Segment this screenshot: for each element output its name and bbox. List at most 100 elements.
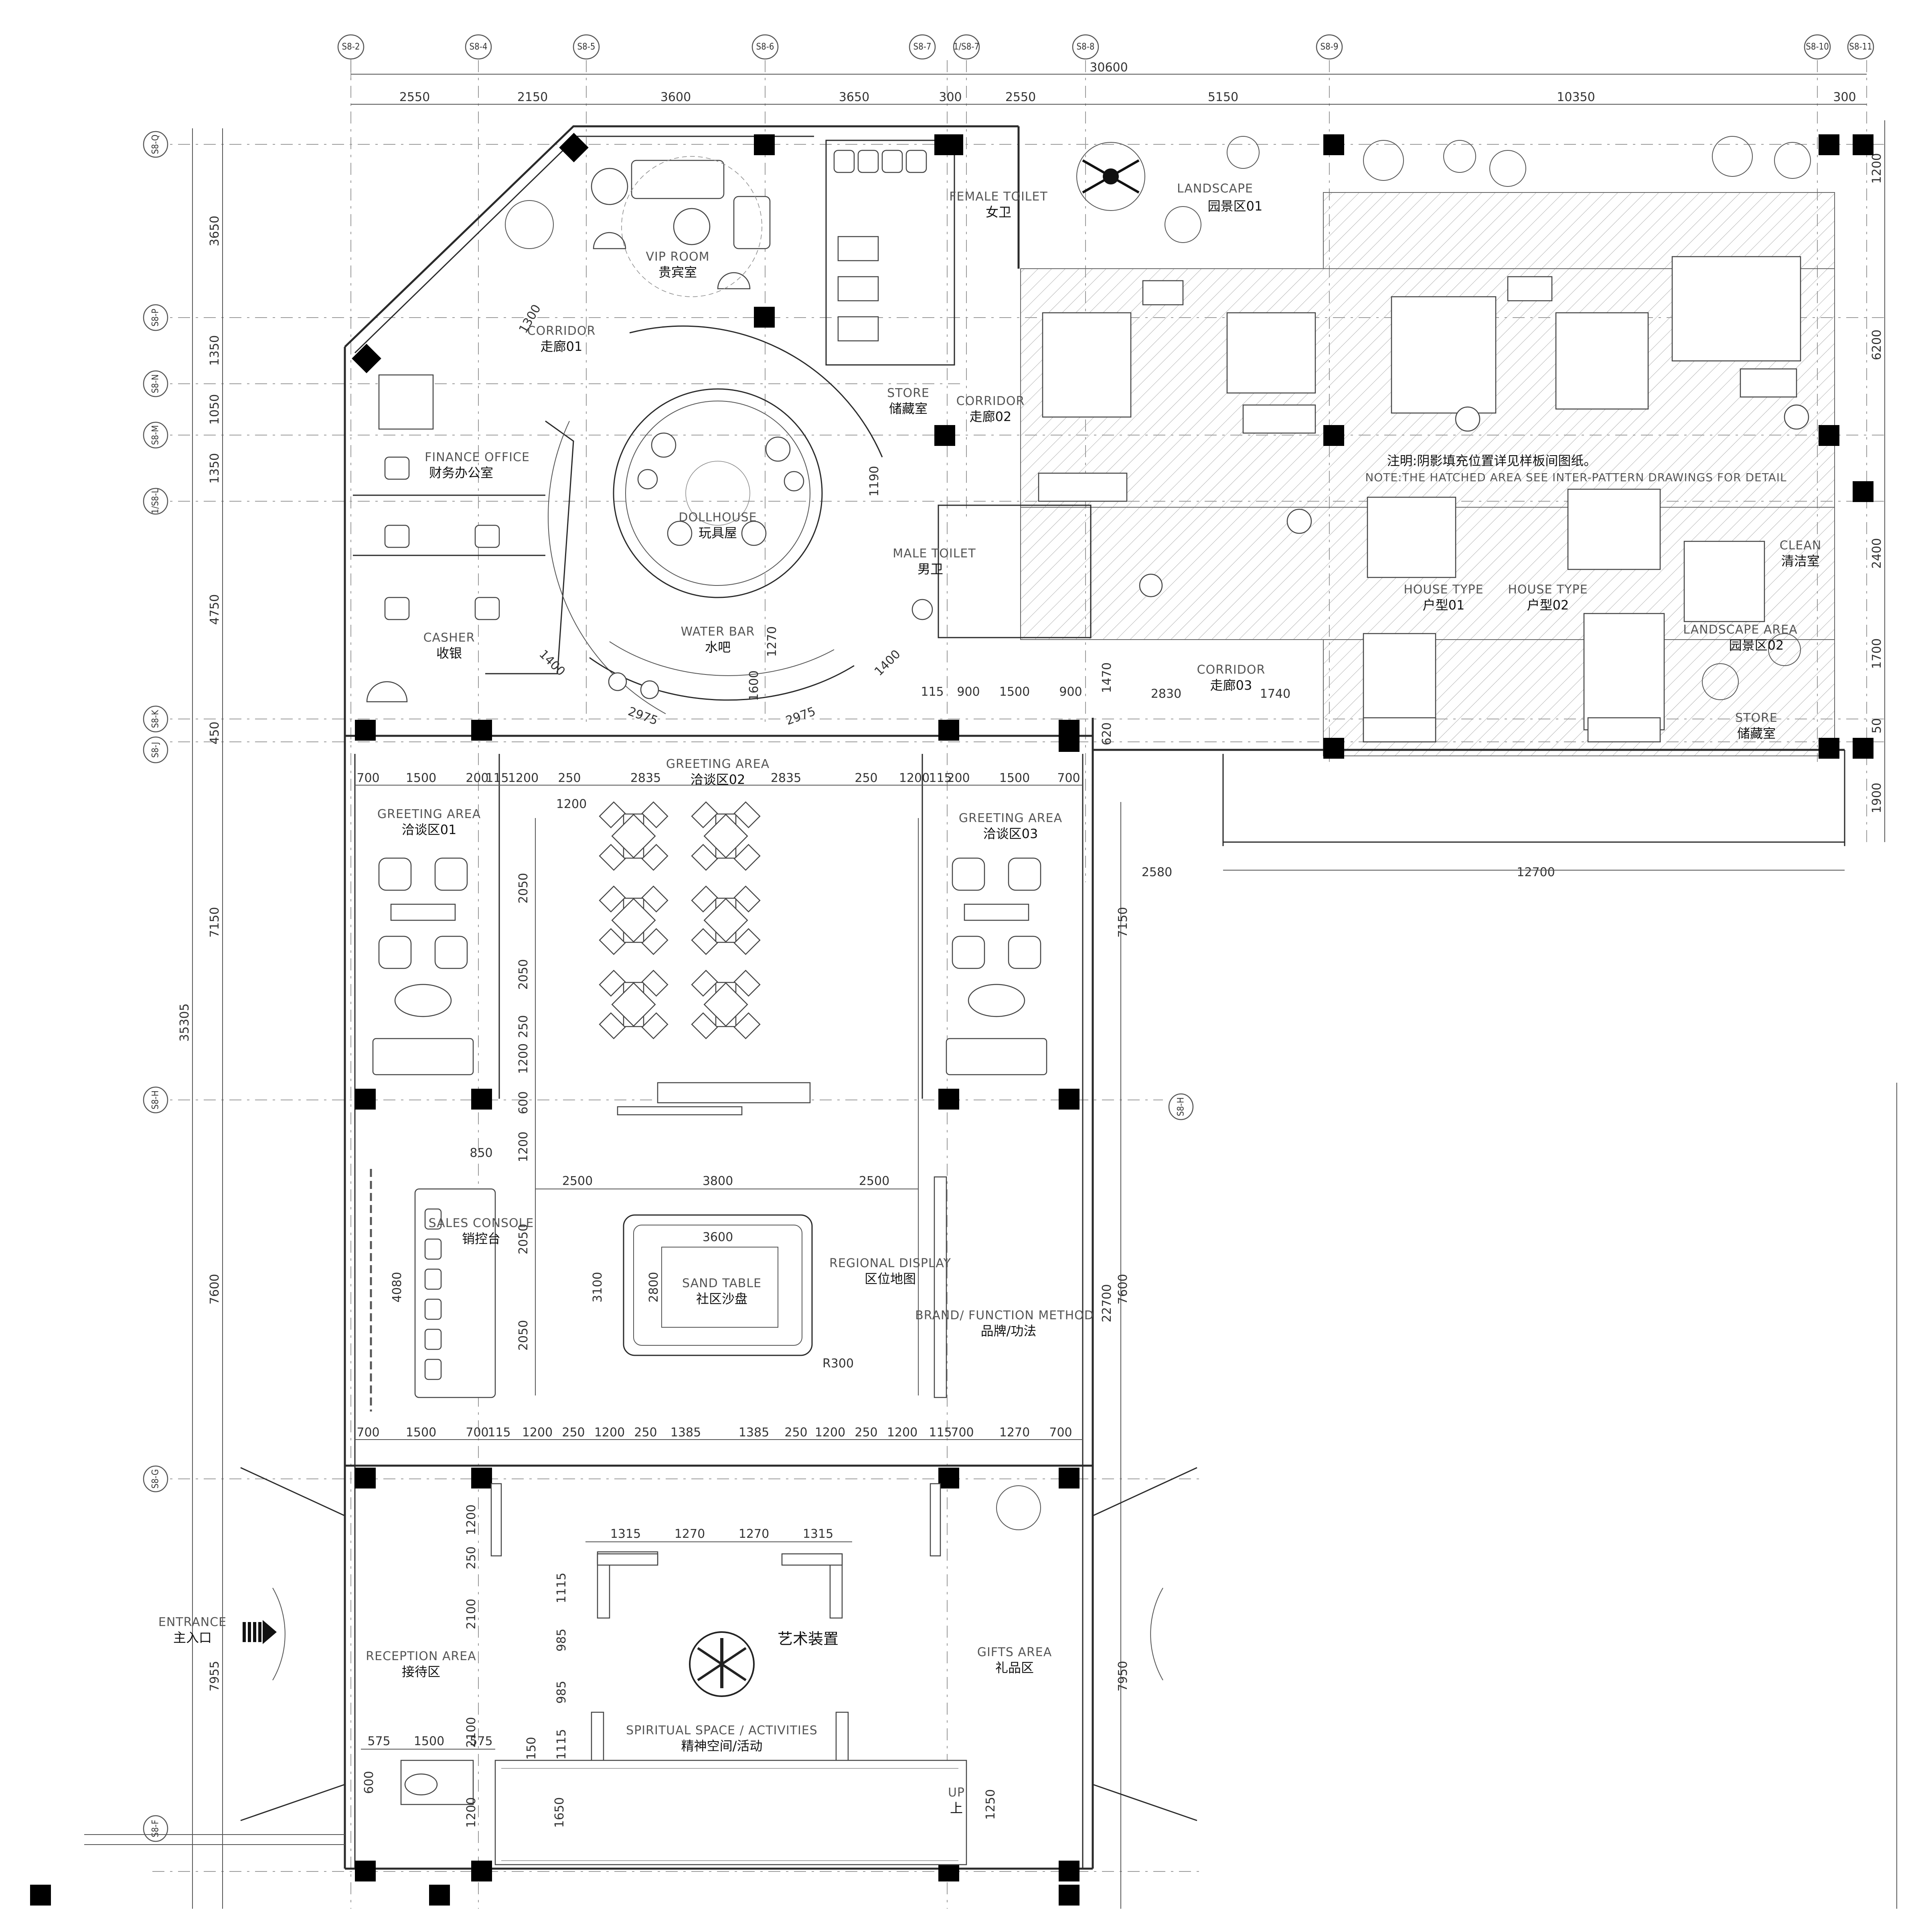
dim-text: 2050 bbox=[516, 1224, 531, 1254]
dim-text: 2150 bbox=[517, 90, 548, 104]
dim-text: 3600 bbox=[660, 90, 691, 104]
top-dimensions: 30600 2550 2150 3600 3650 300 2550 5150 … bbox=[351, 61, 1867, 105]
grid-label: S8-M bbox=[151, 425, 161, 445]
room-labels: VIP ROOM 贵宾室 FEMALE TOILET 女卫 LANDSCAPE … bbox=[158, 182, 1821, 1816]
brand-cn: 品牌/功法 bbox=[981, 1323, 1037, 1339]
dim-text: 6200 bbox=[1870, 330, 1884, 360]
grid-label: S8-H bbox=[151, 1090, 161, 1109]
dim-text: 1115 bbox=[555, 1729, 569, 1760]
dim-text: 1700 bbox=[1870, 638, 1884, 669]
corridor3-cn: 走廊03 bbox=[1210, 678, 1252, 693]
dim-text: 115 bbox=[921, 685, 944, 699]
dim-text: 1500 bbox=[406, 1426, 436, 1440]
sand-en: SAND TABLE bbox=[682, 1276, 762, 1290]
dim-text: 1385 bbox=[670, 1426, 701, 1440]
store2-cn: 储藏室 bbox=[1737, 726, 1776, 741]
house2-en: HOUSE TYPE bbox=[1508, 583, 1588, 597]
dim-text: 1200 bbox=[899, 771, 930, 785]
landscape1-cn: 园景区01 bbox=[1208, 198, 1263, 214]
right-dimensions: 7150 7600 7950 22700 1200 6200 2400 1700… bbox=[1100, 120, 1897, 1909]
dim-text: 2400 bbox=[1870, 538, 1884, 569]
corridor2-cn: 走廊02 bbox=[970, 409, 1012, 424]
dim-text: 12700 bbox=[1517, 865, 1555, 879]
dim-text: 700 bbox=[356, 1426, 379, 1440]
dim-text: 2050 bbox=[516, 959, 531, 990]
grid-label: S8-10 bbox=[1806, 42, 1829, 52]
reception-cn: 接待区 bbox=[402, 1664, 440, 1679]
greeting1-en: GREETING AREA bbox=[377, 807, 481, 821]
dim-text: 700 bbox=[1057, 771, 1080, 785]
sales-cn: 销控台 bbox=[462, 1231, 500, 1246]
dim-text: 1650 bbox=[553, 1797, 567, 1828]
house1-cn: 户型01 bbox=[1423, 597, 1465, 613]
dim-text: 2975 bbox=[626, 705, 660, 728]
dim-text: 115 bbox=[929, 1426, 952, 1440]
dim-text: 1200 bbox=[522, 1426, 553, 1440]
entrance-arrow-icon bbox=[243, 1620, 277, 1644]
dim-text: 1250 bbox=[984, 1789, 998, 1820]
clean-en: CLEAN bbox=[1780, 539, 1822, 553]
dim-text: 1270 bbox=[674, 1527, 705, 1541]
dim-text: 2100 bbox=[464, 1717, 478, 1748]
store1-cn: 储藏室 bbox=[889, 401, 928, 416]
dim-text: 2500 bbox=[562, 1174, 593, 1188]
dim-text: 1740 bbox=[1260, 687, 1290, 701]
dim-total: 30600 bbox=[1090, 61, 1128, 75]
corridor1-en: CORRIDOR bbox=[527, 324, 596, 338]
note-cn: 注明:阴影填充位置详见样板间图纸。 bbox=[1387, 453, 1597, 468]
house1-en: HOUSE TYPE bbox=[1404, 583, 1483, 597]
dim-text: 115 bbox=[486, 771, 508, 785]
dim-text: 1900 bbox=[1870, 783, 1884, 813]
dim-text: 1200 bbox=[556, 797, 587, 811]
dim-text: 7955 bbox=[208, 1661, 222, 1691]
dim-text: 7600 bbox=[1116, 1274, 1130, 1304]
store1-en: STORE bbox=[887, 386, 930, 400]
dim-text: 3100 bbox=[591, 1272, 605, 1302]
columns bbox=[30, 133, 1874, 1906]
dim-text: 10350 bbox=[1557, 90, 1595, 104]
dim-text: 450 bbox=[208, 721, 222, 744]
gifts-cn: 礼品区 bbox=[995, 1660, 1034, 1675]
greeting3-cn: 洽谈区03 bbox=[983, 826, 1038, 841]
dim-text: 1270 bbox=[739, 1527, 769, 1541]
dim-text: 1385 bbox=[739, 1426, 769, 1440]
dim-text: 1200 bbox=[815, 1426, 845, 1440]
dim-text: 1500 bbox=[406, 771, 436, 785]
dim-text: 1200 bbox=[508, 771, 539, 785]
dim-text: 250 bbox=[855, 771, 877, 785]
dim-total: 35305 bbox=[178, 1003, 192, 1041]
vip-room-cn: 贵宾室 bbox=[658, 265, 697, 280]
finance-cn: 财务办公室 bbox=[429, 465, 493, 480]
grid-label: S8-P bbox=[151, 309, 161, 326]
dim-text: 575 bbox=[367, 1734, 390, 1748]
dim-text: 250 bbox=[464, 1546, 478, 1569]
dim-text: 2050 bbox=[516, 1320, 531, 1351]
casher-en: CASHER bbox=[423, 631, 475, 645]
furniture-sales-sand bbox=[370, 1169, 947, 1412]
dim-text: 575 bbox=[470, 1734, 492, 1748]
dim-text: 200 bbox=[466, 771, 488, 785]
dim-text: 3800 bbox=[703, 1174, 733, 1188]
grid-label: S8-K bbox=[151, 709, 161, 728]
dim-text: 250 bbox=[855, 1426, 877, 1440]
grid-label: 1/S8-7 bbox=[954, 42, 979, 52]
grid-label: S8-7 bbox=[913, 42, 932, 52]
greeting2-cn: 洽谈区02 bbox=[691, 772, 745, 787]
landscape2-en: LANDSCAPE AREA bbox=[1683, 623, 1797, 637]
brand-en: BRAND/ FUNCTION METHOD bbox=[915, 1308, 1094, 1322]
dim-text: 50 bbox=[1870, 718, 1884, 733]
spiritual-en: SPIRITUAL SPACE / ACTIVITIES bbox=[626, 1723, 818, 1738]
up-en: UP bbox=[948, 1786, 965, 1800]
greeting3-en: GREETING AREA bbox=[959, 811, 1062, 825]
dim-text: 115 bbox=[929, 771, 952, 785]
walls bbox=[344, 125, 1845, 1870]
dim-text: 7150 bbox=[1116, 907, 1130, 938]
dim-text: 300 bbox=[1833, 90, 1856, 104]
dim-text: 985 bbox=[555, 1681, 569, 1703]
corridor2-en: CORRIDOR bbox=[956, 394, 1025, 408]
grid-label: S8-9 bbox=[1321, 42, 1339, 52]
dim-text: 985 bbox=[555, 1628, 569, 1651]
dim-text: 7600 bbox=[208, 1274, 222, 1304]
finance-en: FINANCE OFFICE bbox=[425, 450, 530, 464]
